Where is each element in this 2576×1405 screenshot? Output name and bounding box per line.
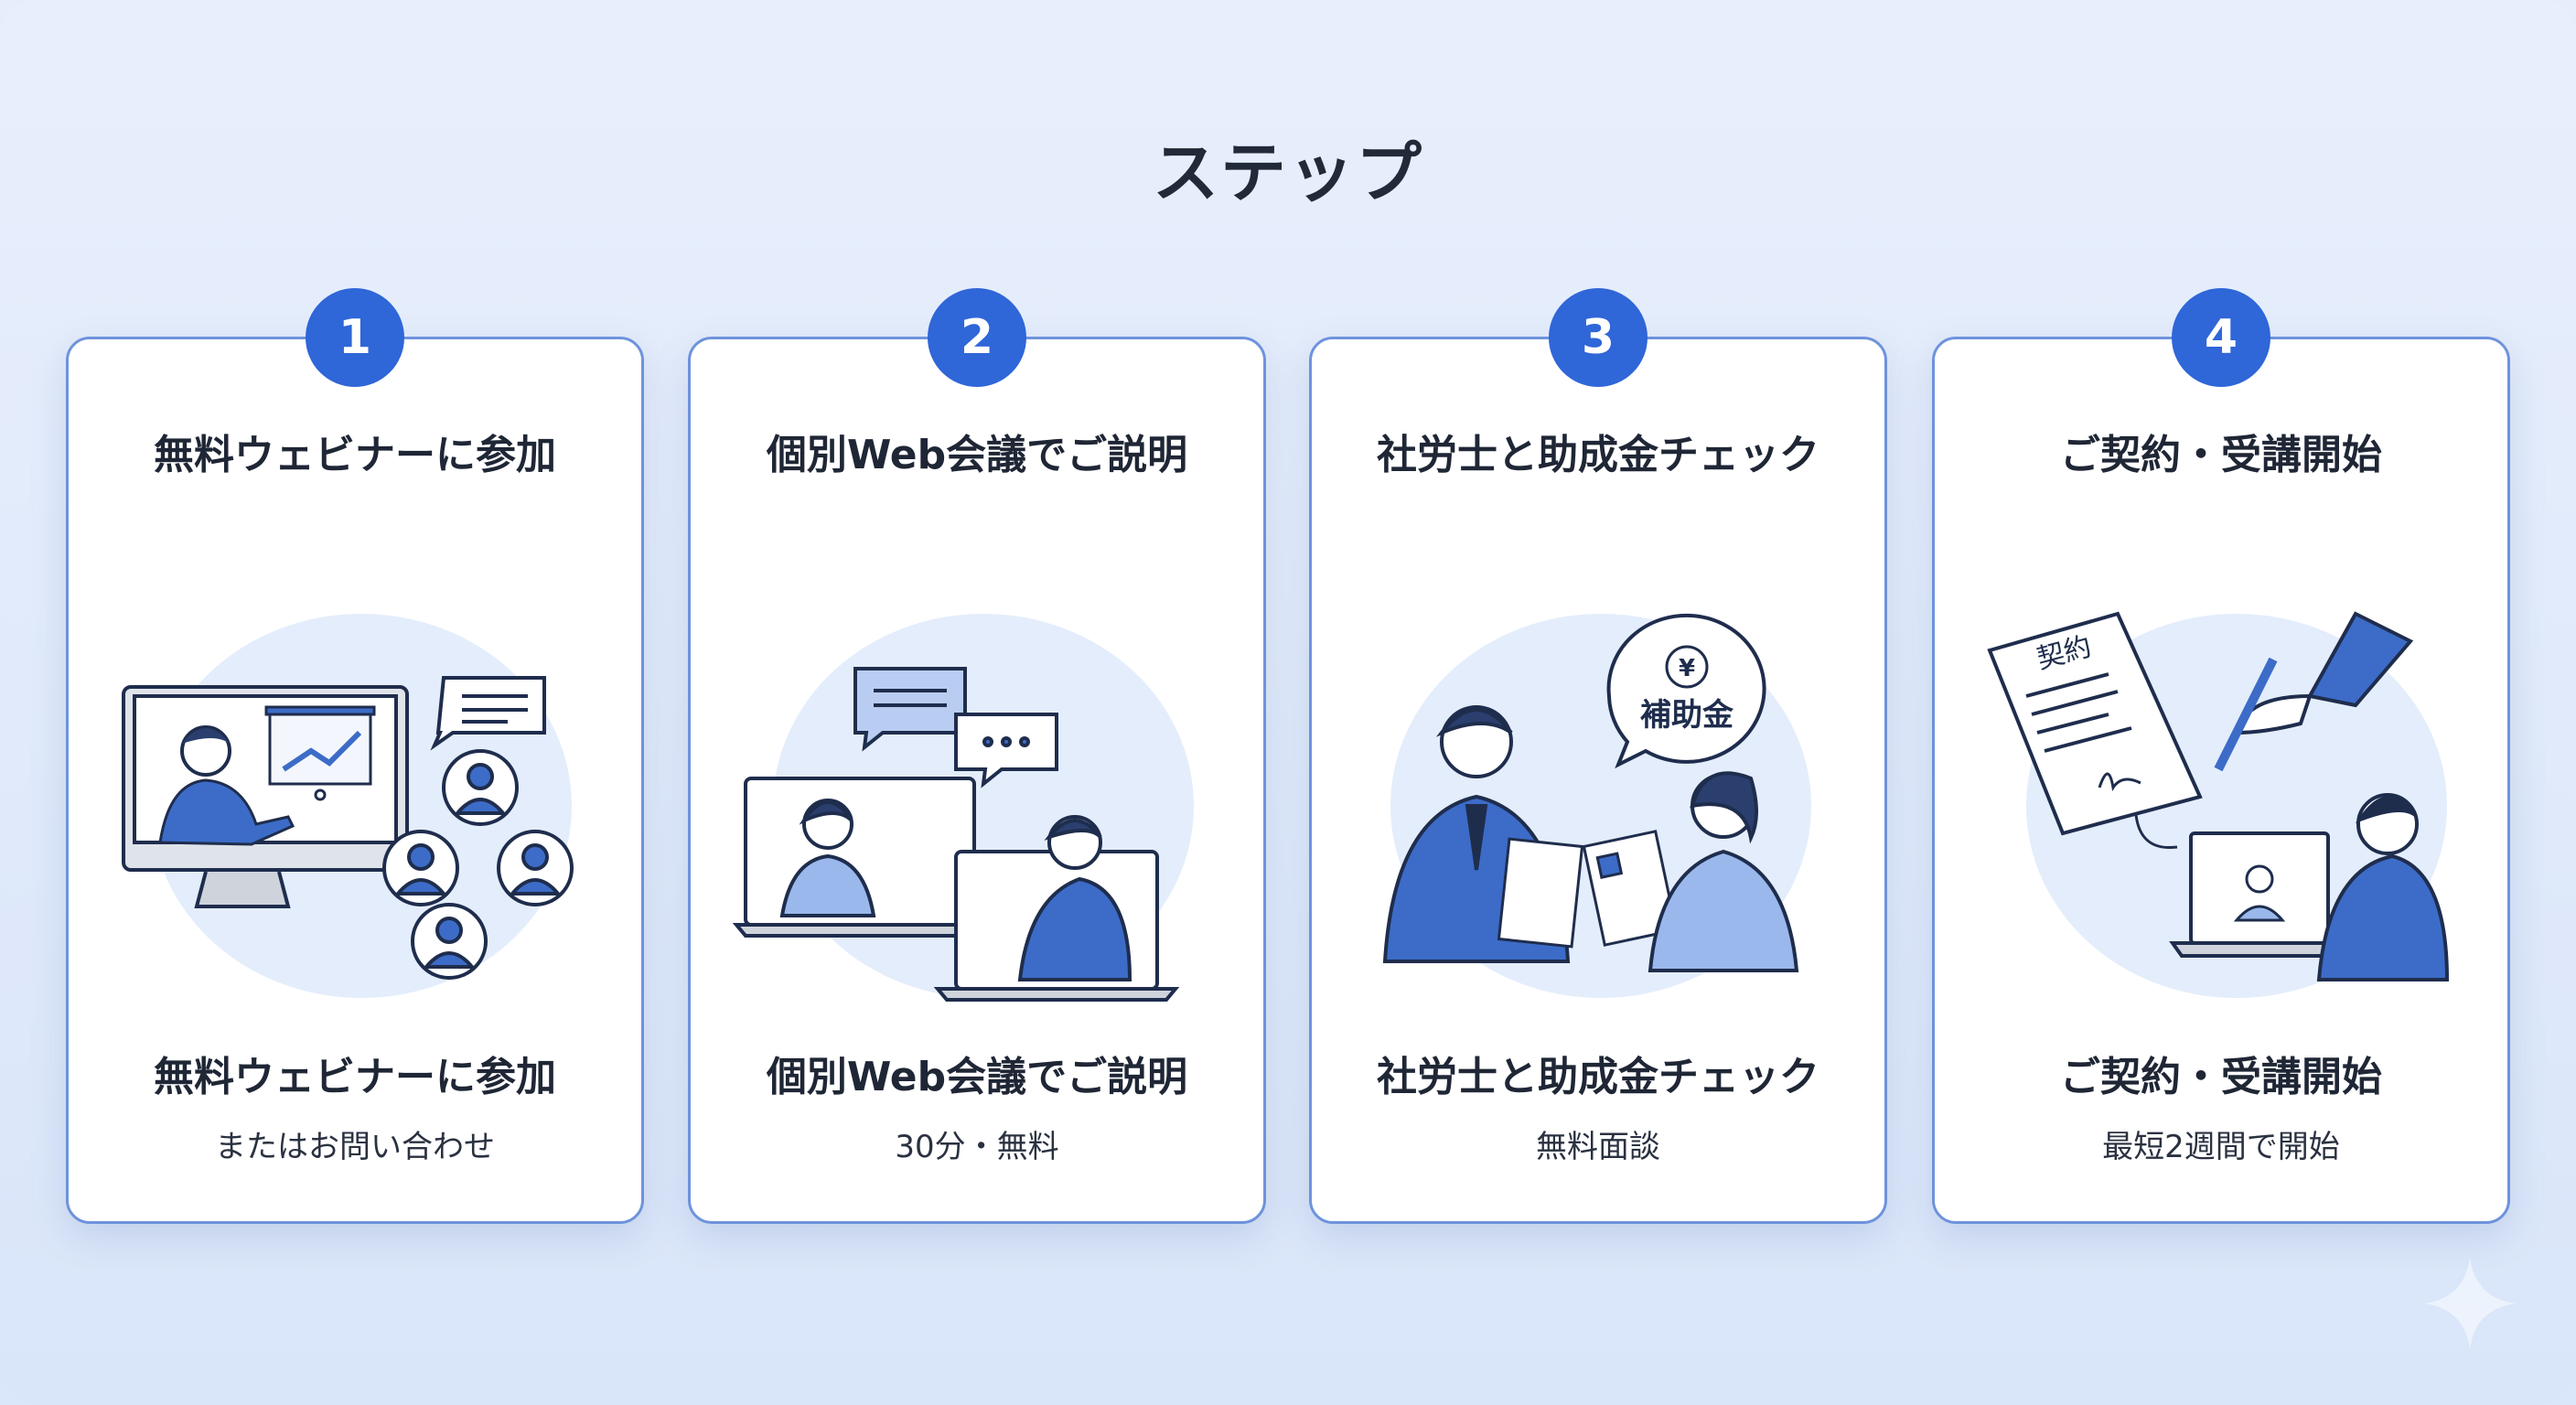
step-title: 無料ウェビナーに参加 <box>154 432 556 478</box>
consultation-illustration: ¥ 補助金 <box>1382 613 1811 998</box>
step-caption-title: 社労士と助成金チェック <box>1377 1054 1819 1100</box>
laptop-icon <box>2169 831 2359 958</box>
sparkle-icon <box>2424 1258 2516 1349</box>
chart-board-icon <box>264 705 376 801</box>
document-icon <box>1497 830 1679 949</box>
chat-bubble-icon <box>853 667 1058 788</box>
webinar-illustration <box>122 614 574 998</box>
step-number-badge: 4 <box>2172 288 2270 387</box>
attendee-icons <box>382 749 574 980</box>
step-card-1: 1 無料ウェビナーに参加 無料ウェビナーに参加 <box>66 288 644 1224</box>
presenter-figure <box>158 725 295 846</box>
step-caption-sub: 30分・無料 <box>895 1129 1059 1165</box>
step-title: 社労士と助成金チェック <box>1377 432 1819 478</box>
step-number-badge: 2 <box>928 288 1026 387</box>
step-caption-sub: またはお問い合わせ <box>215 1129 495 1165</box>
web-meeting-illustration <box>732 614 1194 1002</box>
laptop-icon <box>933 815 1180 1002</box>
contract-document-icon: 契約 <box>1987 611 2203 836</box>
arrow-icon <box>2134 814 2178 850</box>
step-caption-title: 無料ウェビナーに参加 <box>154 1054 556 1100</box>
learner-figure <box>2316 793 2450 981</box>
client-figure <box>1648 771 1799 972</box>
step-number-badge: 1 <box>306 288 404 387</box>
step-caption-sub: 最短2週間で開始 <box>2102 1129 2340 1165</box>
step-caption-sub: 無料面談 <box>1536 1129 1660 1165</box>
page-title: ステップ <box>1152 134 1423 211</box>
step-caption-title: ご契約・受講開始 <box>2060 1054 2382 1100</box>
subsidy-bubble-icon: ¥ 補助金 <box>1606 613 1766 769</box>
step-number-badge: 3 <box>1549 288 1648 387</box>
chat-bubble-icon <box>430 676 546 751</box>
signing-hand-pen-icon <box>2214 611 2414 772</box>
step-card-4: 4 ご契約・受講開始 契約 ご契約・受講開始 最短2週間で開始 <box>1932 288 2510 1224</box>
step-title: 個別Web会議でご説明 <box>766 432 1188 478</box>
subsidy-label: 補助金 <box>1640 697 1734 734</box>
contract-illustration: 契約 <box>1987 611 2450 998</box>
step-title: ご契約・受講開始 <box>2060 432 2382 478</box>
step-card-2: 2 個別Web会議でご説明 個別Web会議でご説明 30分・無料 <box>688 288 1266 1224</box>
step-caption-title: 個別Web会議でご説明 <box>766 1054 1188 1100</box>
step-card-3: 3 社労士と助成金チェック ¥ 補助金 社労士と助成金チェック 無料面談 <box>1309 288 1887 1224</box>
yen-icon: ¥ <box>1679 655 1695 682</box>
